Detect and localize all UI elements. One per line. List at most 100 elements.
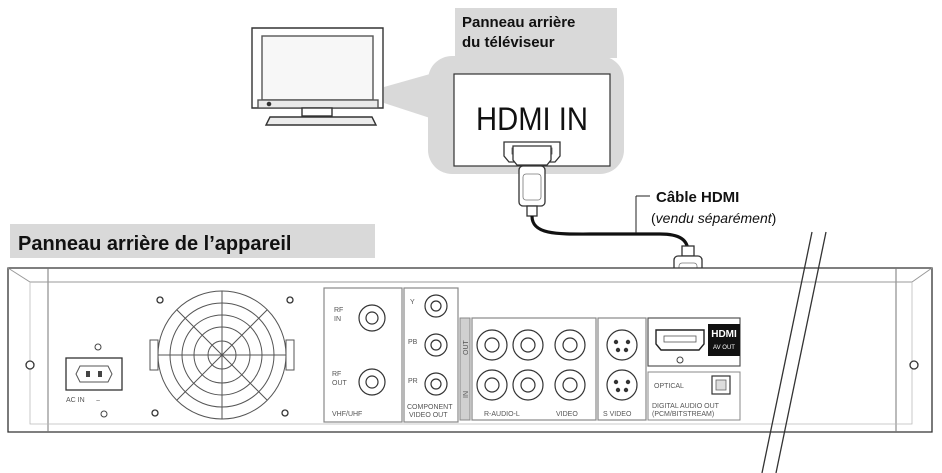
rf-in-port-inner bbox=[365, 311, 379, 325]
s-video-in-pin4 bbox=[623, 387, 629, 393]
audio-r-in-inner bbox=[484, 377, 500, 393]
component-pb-inner bbox=[430, 339, 442, 351]
optical-section: OPTICAL DIGITAL AUDIO OUT (PCM/BITSTREAM… bbox=[647, 371, 741, 421]
hdmi-in-label: HDMI IN bbox=[476, 101, 588, 137]
ac-screw-bottom bbox=[100, 410, 108, 418]
tv-illustration bbox=[251, 27, 384, 126]
ac-in-symbol: ~ bbox=[96, 398, 100, 405]
s-video-in bbox=[606, 369, 638, 401]
cable-top-strain bbox=[526, 205, 538, 217]
s-video-out-pin2 bbox=[625, 339, 631, 345]
component-pb-label: PB bbox=[408, 339, 418, 346]
tv-panel-title-line2: du téléviseur bbox=[462, 34, 555, 51]
cord-line-2 bbox=[775, 231, 827, 473]
av-out-label: AV OUT bbox=[713, 345, 735, 351]
device-inner-edge bbox=[29, 282, 913, 425]
s-video-box bbox=[597, 317, 647, 421]
ac-in-section: AC IN ~ bbox=[65, 343, 123, 418]
rf-in-label-2: IN bbox=[334, 316, 341, 323]
cord-line-1 bbox=[761, 231, 813, 473]
cable-top-plug-head bbox=[512, 145, 552, 166]
fan-spokes bbox=[158, 291, 286, 419]
s-video-out-pin4 bbox=[623, 347, 629, 353]
io-strip-bar bbox=[459, 317, 471, 421]
screw-4 bbox=[281, 409, 289, 417]
optical-label: OPTICAL bbox=[654, 383, 684, 390]
s-video-in-pin2 bbox=[625, 379, 631, 385]
s-video-in-pin1 bbox=[613, 379, 619, 385]
hdmi-screw bbox=[676, 356, 684, 364]
screw-2 bbox=[286, 296, 294, 304]
hdmi-logo-box bbox=[708, 324, 740, 356]
mount-hole-right bbox=[909, 360, 919, 370]
digital-audio-label-1: DIGITAL AUDIO OUT bbox=[652, 403, 720, 410]
rf-out-port-inner bbox=[365, 375, 379, 389]
ac-in-socket-inner bbox=[75, 365, 113, 383]
component-pr-inner bbox=[430, 378, 442, 390]
power-cord-lines bbox=[761, 231, 827, 473]
tv-stand bbox=[264, 116, 378, 126]
device-side-rails bbox=[47, 268, 897, 432]
vhf-uhf-label: VHF/UHF bbox=[332, 411, 362, 418]
tv-bezel-bottom bbox=[257, 99, 379, 109]
ac-pin-1 bbox=[86, 371, 90, 377]
s-video-in-pin3 bbox=[615, 387, 621, 393]
ac-in-label: AC IN bbox=[66, 397, 85, 404]
av-jacks: R-AUDIO-L VIDEO bbox=[471, 317, 597, 421]
component-y-label: Y bbox=[410, 299, 415, 306]
fan-grille bbox=[149, 290, 295, 420]
tv-neck bbox=[301, 107, 333, 117]
out-label: OUT bbox=[463, 340, 470, 356]
audio-r-out-inner bbox=[484, 337, 500, 353]
audio-l-in-inner bbox=[520, 377, 536, 393]
cable-name-label: Câble HDMI bbox=[656, 189, 739, 206]
unit-panel-title-box bbox=[10, 224, 375, 258]
tv-panel-title-line1: Panneau arrière bbox=[462, 14, 575, 31]
audio-l-out-inner bbox=[520, 337, 536, 353]
digital-audio-label-2: (PCM/BITSTREAM) bbox=[652, 411, 714, 418]
mount-hole-left bbox=[25, 360, 35, 370]
unit-panel-title: Panneau arrière de l’appareil bbox=[18, 233, 291, 255]
cable-wire bbox=[530, 215, 690, 253]
hdmi-out-port-pins bbox=[663, 335, 697, 343]
tv-power-led bbox=[266, 101, 272, 107]
component-pr-label: PR bbox=[408, 378, 418, 385]
tv-screen bbox=[261, 35, 374, 101]
callout-pointer bbox=[384, 74, 430, 118]
rf-out-label-2: OUT bbox=[332, 380, 348, 387]
video-in-inner bbox=[562, 377, 578, 393]
hdmi-logo-text: HDMI bbox=[711, 329, 737, 340]
fan-clip-left bbox=[149, 339, 159, 371]
component-label-1: COMPONENT bbox=[407, 404, 453, 411]
s-video-out-pin1 bbox=[613, 339, 619, 345]
hdmi-out-port bbox=[655, 329, 705, 351]
rf-out-label-1: RF bbox=[332, 371, 341, 378]
rf-in-label-1: RF bbox=[334, 307, 343, 314]
s-video-label: S VIDEO bbox=[603, 411, 632, 418]
ac-screw-top bbox=[94, 343, 102, 351]
tv-panel-title-box bbox=[455, 8, 617, 58]
device-top-edge bbox=[7, 267, 933, 283]
in-label: IN bbox=[463, 391, 470, 398]
fan-clip-right bbox=[285, 339, 295, 371]
component-y-inner bbox=[430, 300, 442, 312]
optical-port-inner bbox=[715, 379, 727, 391]
component-label-2: VIDEO OUT bbox=[409, 412, 448, 419]
s-video-section: S VIDEO bbox=[597, 317, 647, 421]
video-out-inner bbox=[562, 337, 578, 353]
cable-top-plug-grip bbox=[522, 173, 542, 201]
ac-pin-2 bbox=[98, 371, 102, 377]
s-video-out bbox=[606, 329, 638, 361]
r-audio-l-label: R-AUDIO-L bbox=[484, 411, 520, 418]
screw-3 bbox=[151, 409, 159, 417]
hdmi-out-section: HDMI AV OUT bbox=[647, 317, 741, 367]
cable-note-label: (vendu séparément) bbox=[651, 210, 776, 226]
rf-section: RF IN RF OUT VHF/UHF bbox=[323, 287, 403, 423]
component-section: Y PB PR COMPONENT VIDEO OUT bbox=[403, 287, 459, 423]
video-label: VIDEO bbox=[556, 411, 578, 418]
io-strip: OUT IN bbox=[459, 317, 471, 421]
cable-bottom-strain bbox=[681, 245, 695, 257]
screw-1 bbox=[156, 296, 164, 304]
